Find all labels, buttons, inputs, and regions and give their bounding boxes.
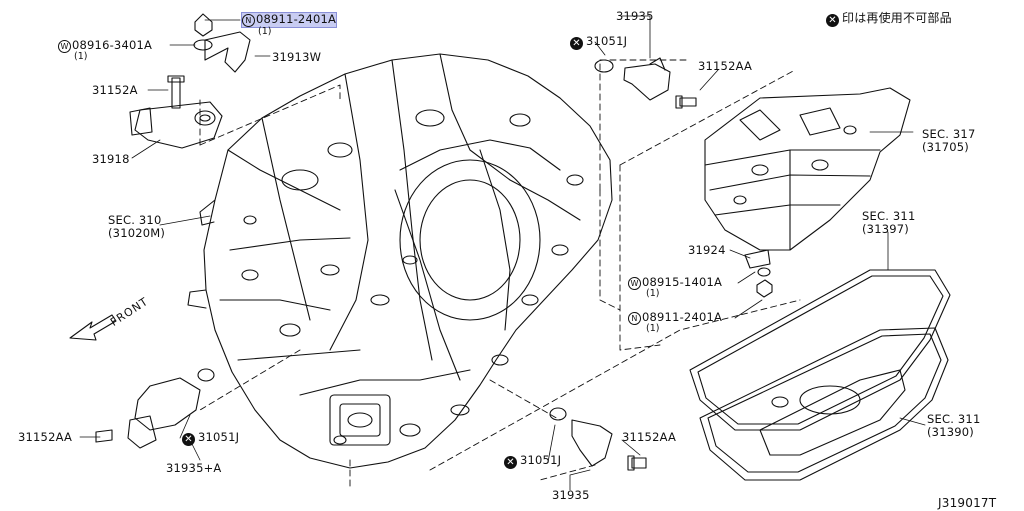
label-sec-317-sub: (31705) <box>922 140 969 154</box>
qty-08911-2401A-top: (1) <box>258 26 272 37</box>
label-31935-top[interactable]: 31935 <box>616 9 654 23</box>
leader-lines <box>79 15 926 491</box>
qty-08915-1401A: (1) <box>646 288 660 299</box>
sensor-31935A <box>95 368 215 449</box>
label-sec-311-pan[interactable]: SEC. 311 <box>927 412 981 426</box>
qty-08916-3401A: (1) <box>74 51 88 62</box>
label-31918[interactable]: 31918 <box>92 152 130 166</box>
oil-pan-gasket <box>689 269 951 431</box>
qty-08911-2401A-mid: (1) <box>646 323 660 334</box>
transmission-case <box>187 53 613 469</box>
label-31152AA-bottom[interactable]: 31152AA <box>622 430 677 444</box>
legend-text: 印は再使用不可部品 <box>842 11 952 25</box>
control-valve-assembly <box>704 87 911 298</box>
part-number: 31051J <box>586 34 628 48</box>
washer-prefix-icon: W <box>628 277 641 290</box>
label-sec-311-pan-sub: (31390) <box>927 425 974 439</box>
washer-prefix-icon: W <box>58 40 71 53</box>
label-31152AA-left[interactable]: 31152AA <box>18 430 73 444</box>
x-circle-icon: ✕ <box>826 14 839 27</box>
part-number: 08911-2401A <box>256 12 337 26</box>
label-sec-311-gasket-sub: (31397) <box>862 222 909 236</box>
oil-pan <box>699 327 949 481</box>
label-31051J-bottom[interactable]: ✕31051J <box>504 454 561 469</box>
x-circle-icon: ✕ <box>570 37 583 50</box>
dashed-guides <box>199 59 801 491</box>
label-31924[interactable]: 31924 <box>688 243 726 257</box>
x-circle-icon: ✕ <box>182 433 195 446</box>
sensor-31918-assembly <box>129 13 251 149</box>
part-number: 31051J <box>520 453 562 467</box>
part-number: 08911-2401A <box>642 310 723 324</box>
label-31152AA-top[interactable]: 31152AA <box>698 59 753 73</box>
label-31152A[interactable]: 31152A <box>92 83 138 97</box>
nut-prefix-icon: N <box>242 14 255 27</box>
label-31051J-top[interactable]: ✕31051J <box>570 35 627 50</box>
label-31913W[interactable]: 31913W <box>272 50 322 64</box>
front-arrow <box>69 314 117 341</box>
x-circle-icon: ✕ <box>504 456 517 469</box>
sensor-31935-top <box>594 57 697 109</box>
label-sec-317[interactable]: SEC. 317 <box>922 127 976 141</box>
part-number: 31051J <box>198 430 240 444</box>
label-31935A[interactable]: 31935+A <box>166 461 222 475</box>
sensor-31935-bottom <box>549 407 647 471</box>
legend: ✕印は再使用不可部品 <box>826 12 952 27</box>
part-number: 08916-3401A <box>72 38 153 52</box>
label-31935-bottom[interactable]: 31935 <box>552 488 590 502</box>
diagram-code: J319017T <box>938 496 997 510</box>
label-sec-310[interactable]: SEC. 310 <box>108 213 162 227</box>
nut-prefix-icon: N <box>628 312 641 325</box>
label-sec-310-sub: (31020M) <box>108 226 166 240</box>
label-sec-311-gasket[interactable]: SEC. 311 <box>862 209 916 223</box>
part-number: 08915-1401A <box>642 275 723 289</box>
label-31051J-left[interactable]: ✕31051J <box>182 431 239 446</box>
